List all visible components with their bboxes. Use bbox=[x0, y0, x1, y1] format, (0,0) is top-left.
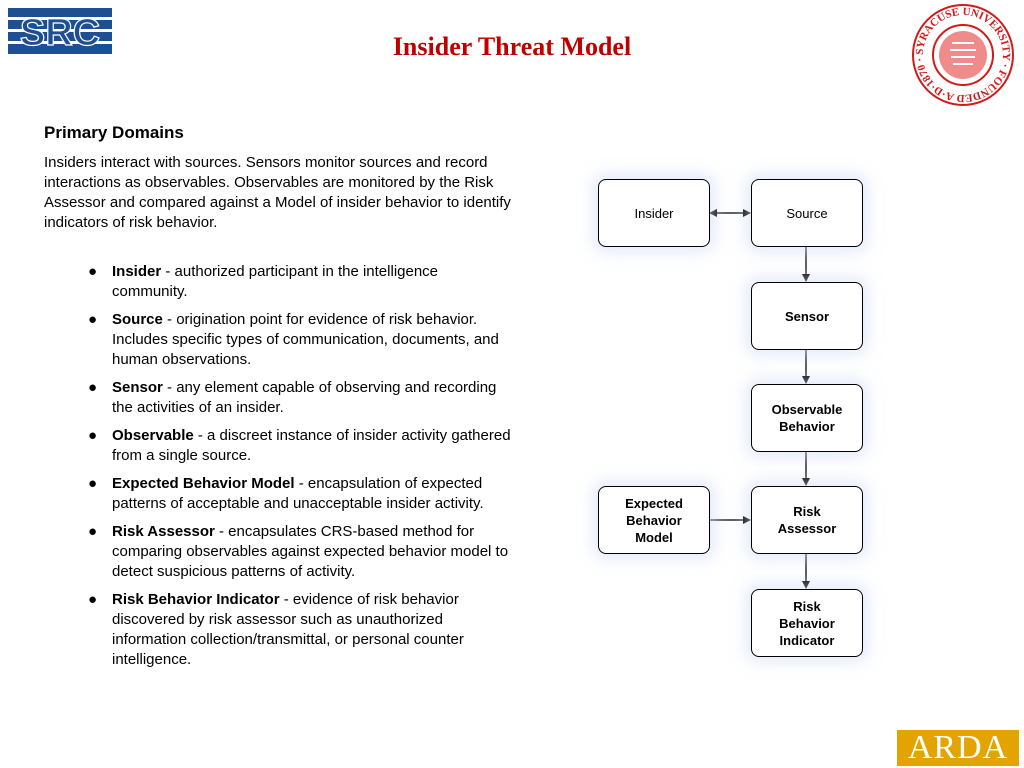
arda-logo-text: ARDA bbox=[907, 729, 1009, 766]
node-sensor: Sensor bbox=[751, 282, 863, 350]
node-risk-behavior-indicator: Risk Behavior Indicator bbox=[751, 589, 863, 657]
definition: - encapsulation of expected patterns of … bbox=[112, 475, 484, 512]
definitions-list: ● Insider - authorized participant in the… bbox=[84, 262, 514, 678]
definition: - evidence of risk behavior discovered b… bbox=[112, 591, 464, 668]
syracuse-university-seal: SYRACUSE UNIVERSITY · FOUNDED A·D·1870 · bbox=[908, 2, 1018, 108]
node-insider: Insider bbox=[598, 179, 710, 247]
list-item: ● Risk Assessor - encapsulates CRS-based … bbox=[84, 522, 514, 582]
list-item: ● Expected Behavior Model - encapsulation… bbox=[84, 474, 514, 514]
term: Risk Assessor bbox=[112, 523, 215, 540]
list-item: ● Insider - authorized participant in the… bbox=[84, 262, 514, 302]
src-logo: SRC bbox=[8, 8, 112, 55]
node-expected-behavior-model: Expected Behavior Model bbox=[598, 486, 710, 554]
page-title: Insider Threat Model bbox=[392, 32, 632, 61]
bullet-icon: ● bbox=[88, 591, 98, 608]
insider-threat-flow-diagram: Insider Source Sensor Observable Behavio… bbox=[590, 172, 880, 672]
definition: - a discreet instance of insider activit… bbox=[112, 427, 511, 464]
diagram-connectors bbox=[709, 209, 810, 589]
bullet-icon: ● bbox=[88, 263, 98, 280]
definition: - any element capable of observing and r… bbox=[112, 379, 497, 416]
node-source: Source bbox=[751, 179, 863, 247]
arda-logo: ARDA bbox=[897, 730, 1019, 766]
section-heading: Primary Domains bbox=[44, 123, 184, 142]
term: Observable bbox=[112, 427, 194, 444]
list-item: ● Sensor - any element capable of observi… bbox=[84, 378, 514, 418]
intro-paragraph: Insiders interact with sources. Sensors … bbox=[44, 154, 511, 231]
definition: - encapsulates CRS-based method for comp… bbox=[112, 523, 509, 580]
node-risk-assessor: Risk Assessor bbox=[751, 486, 863, 554]
term: Insider bbox=[112, 263, 162, 280]
list-item: ● Risk Behavior Indicator - evidence of r… bbox=[84, 590, 514, 670]
definition: - authorized participant in the intellig… bbox=[112, 263, 439, 300]
definition: - origination point for evidence of risk… bbox=[112, 311, 499, 368]
bullet-icon: ● bbox=[88, 523, 98, 540]
term: Sensor bbox=[112, 379, 163, 396]
term: Risk Behavior Indicator bbox=[112, 591, 280, 608]
node-observable-behavior: Observable Behavior bbox=[751, 384, 863, 452]
bullet-icon: ● bbox=[88, 379, 98, 396]
svg-text:SRC: SRC bbox=[20, 12, 100, 54]
bullet-icon: ● bbox=[88, 427, 98, 444]
bullet-icon: ● bbox=[88, 311, 98, 328]
bullet-icon: ● bbox=[88, 475, 98, 492]
list-item: ● Observable - a discreet instance of ins… bbox=[84, 426, 514, 466]
term: Source bbox=[112, 311, 163, 328]
list-item: ● Source - origination point for evidence… bbox=[84, 310, 514, 370]
term: Expected Behavior Model bbox=[112, 475, 295, 492]
